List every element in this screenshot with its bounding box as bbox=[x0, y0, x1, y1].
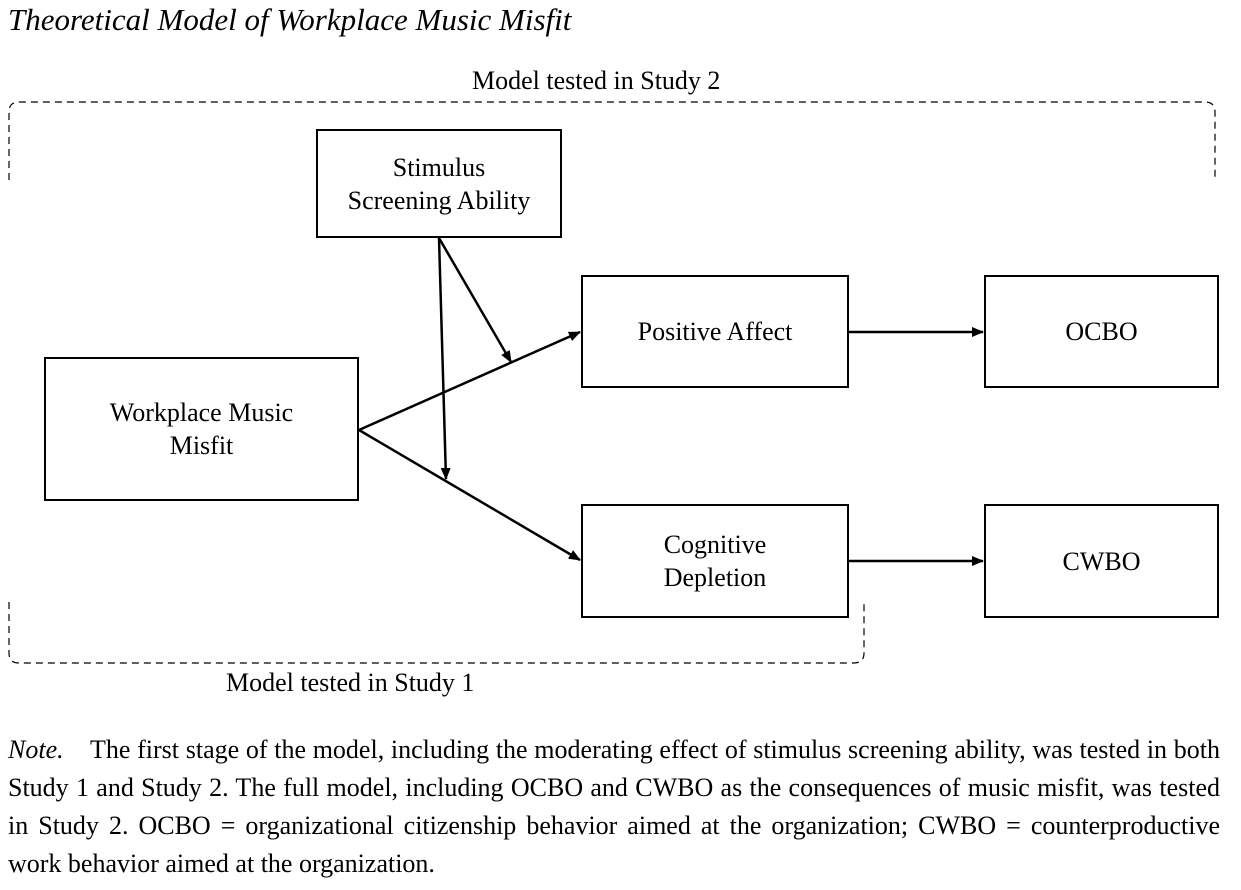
arrow-moderation-depletion-path bbox=[437, 237, 451, 480]
study1-group-label: Model tested in Study 1 bbox=[226, 668, 475, 697]
node-line: CWBO bbox=[1062, 546, 1141, 576]
node-line: Cognitive bbox=[663, 530, 767, 559]
node-line: Workplace Music bbox=[109, 398, 294, 427]
figure-title: Theoretical Model of Workplace Music Mis… bbox=[8, 2, 572, 37]
study1-bracket bbox=[8, 602, 865, 664]
node-line: Misfit bbox=[169, 431, 234, 460]
cwbo-node: CWBO bbox=[984, 504, 1219, 618]
cognitive-depletion-node: Cognitive Depletion bbox=[581, 504, 849, 618]
node-line: Positive Affect bbox=[637, 317, 793, 346]
node-line: OCBO bbox=[1065, 317, 1138, 346]
study2-bracket bbox=[8, 101, 1216, 180]
workplace-music-misfit-node: Workplace Music Misfit bbox=[44, 357, 359, 501]
note-label: Note bbox=[8, 735, 58, 764]
figure-note: Note. The first stage of the model, incl… bbox=[8, 735, 1220, 878]
study2-group-label: Model tested in Study 2 bbox=[472, 66, 721, 95]
node-line: Stimulus bbox=[392, 152, 486, 182]
arrow-misfit-to-cognitive-depletion bbox=[358, 428, 581, 562]
arrow-misfit-to-positive-affect bbox=[358, 330, 581, 432]
stimulus-screening-ability-node: Stimulus Screening Ability bbox=[316, 129, 562, 238]
positive-affect-node: Positive Affect bbox=[581, 275, 849, 388]
node-line: Depletion bbox=[663, 563, 767, 592]
arrow-moderation-positive-path bbox=[437, 237, 513, 363]
note-text: The first stage of the model, including … bbox=[8, 735, 1220, 878]
ocbo-node: OCBO bbox=[984, 275, 1219, 388]
node-line: Screening Ability bbox=[347, 185, 531, 215]
